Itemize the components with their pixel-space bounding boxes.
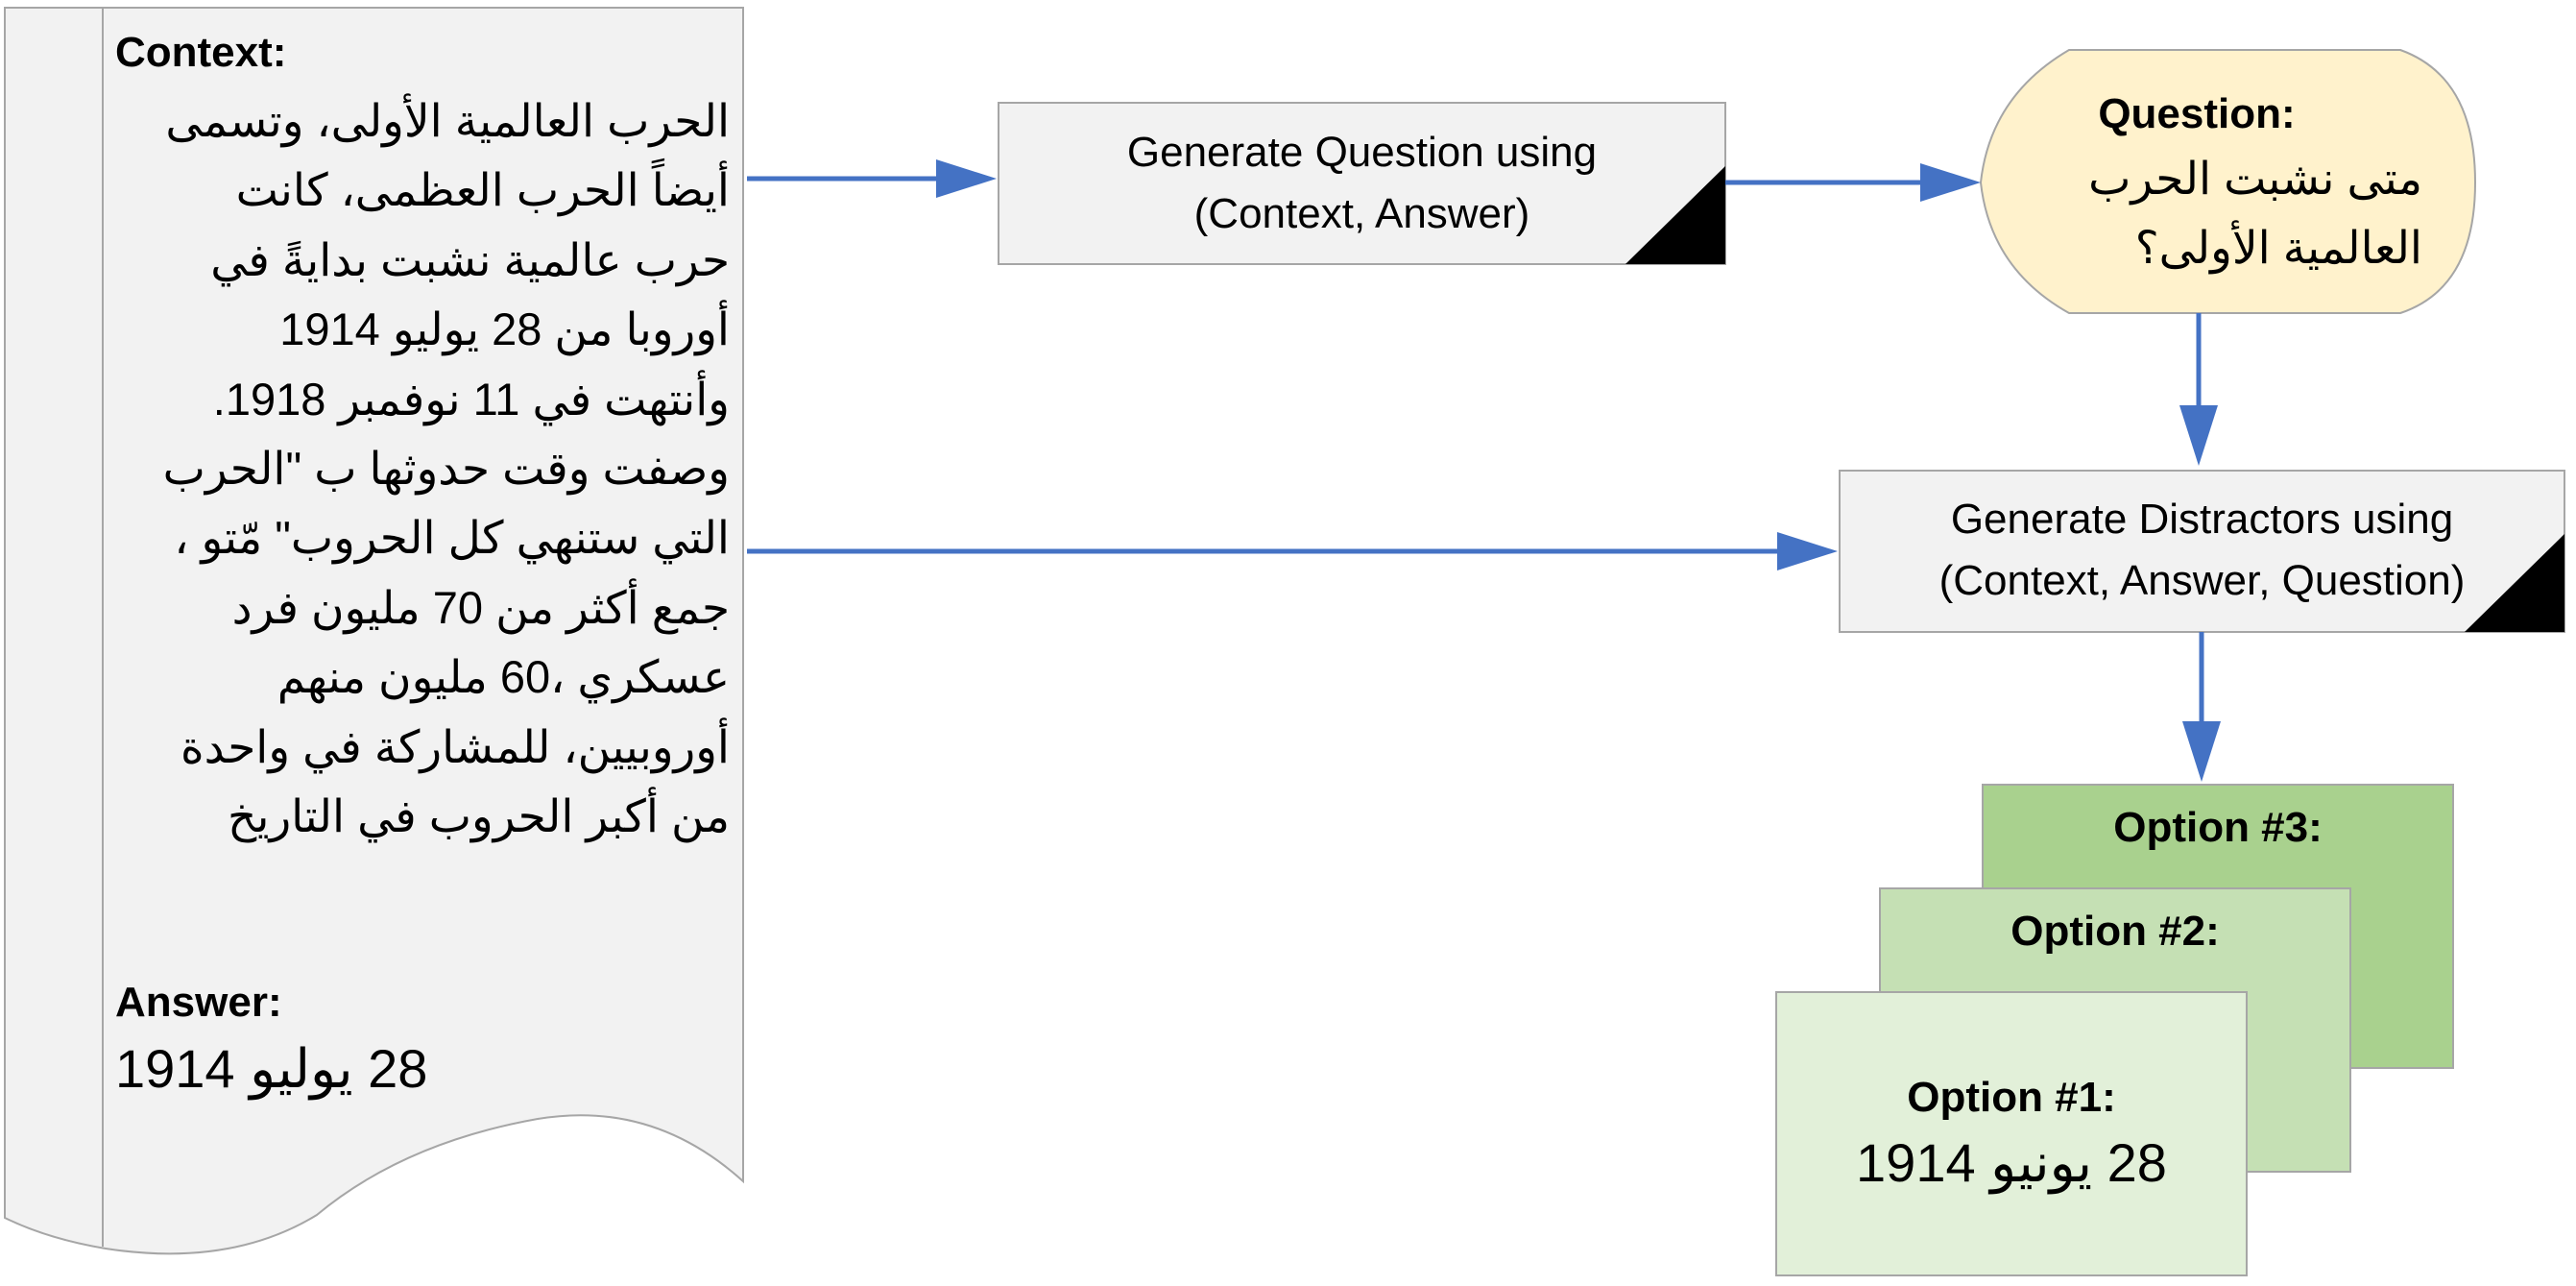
context-line: من أكبر الحروب في التاريخ	[228, 790, 730, 842]
context-line: عسكري ،60 مليون منهم	[277, 651, 730, 703]
context-line: أيضاً الحرب العظمى، كانت	[235, 164, 730, 216]
question-line2: العالمية الأولى؟	[2134, 222, 2422, 273]
generate-question-line1: Generate Question using	[1126, 129, 1598, 176]
answer-label: Answer:	[115, 979, 282, 1026]
question-shape	[2083, 0, 2576, 50]
question-label: Question:	[2098, 90, 2296, 137]
context-line: جمع أكثر من 70 مليون فرد	[231, 581, 730, 633]
generate-question-box	[998, 102, 1726, 265]
context-line: حرب عالمية نشبت بدايةً في	[210, 233, 730, 285]
question-body: متى نشبت الحرب العالمية الأولى؟	[1990, 144, 2422, 282]
context-line: وأنتهت في 11 نوفمبر 1918.	[212, 373, 730, 425]
generate-question-line2: (Context, Answer)	[1193, 190, 1530, 237]
context-label: Context:	[115, 29, 287, 76]
context-line: الحرب العالمية الأولى، وتسمى	[165, 95, 730, 146]
arrowhead-question-to-distractor-gen	[2179, 405, 2218, 466]
generate-question-text: Generate Question using (Context, Answer…	[999, 122, 1725, 245]
option1-card	[1775, 991, 2248, 1276]
generate-distractors-line1: Generate Distractors using	[1950, 496, 2454, 543]
option1-value: 28 يونيو 1914	[1856, 1132, 2167, 1193]
generate-distractors-line2: (Context, Answer, Question)	[1938, 557, 2466, 604]
context-line: التي ستنهي كل الحروب" مّتو ،	[174, 512, 730, 564]
arrowhead-question-gen-to-question	[1920, 163, 1981, 202]
generate-distractors-corner-mark	[2465, 534, 2564, 632]
option1-label: Option #1:	[1907, 1074, 2116, 1121]
generate-distractors-text: Generate Distractors using (Context, Ans…	[1840, 489, 2564, 612]
option2-label: Option #2:	[2010, 908, 2220, 955]
answer-value: 28 يوليو 1914	[115, 1038, 428, 1099]
context-line: وصفت وقت حدوثها ب "الحرب	[162, 443, 730, 495]
context-line: أوروبيين، للمشاركة في واحدة	[180, 720, 730, 772]
context-document-shape	[4, 7, 744, 1255]
generate-distractors-box	[1839, 470, 2565, 633]
arrowhead-context-to-distractor-gen	[1777, 532, 1838, 570]
arrowhead-context-to-question-gen	[936, 159, 997, 198]
question-bubble	[1979, 49, 2477, 314]
question-line1: متى نشبت الحرب	[2088, 153, 2422, 204]
option3-label: Option #3:	[2113, 804, 2323, 851]
context-line: أوروبا من 28 يوليو 1914	[279, 303, 730, 355]
generate-question-corner-mark	[1625, 166, 1725, 264]
arrowhead-distractor-gen-to-options	[2182, 721, 2221, 782]
context-body: الحرب العالمية الأولى، وتسمى أيضاً الحرب…	[106, 86, 730, 851]
